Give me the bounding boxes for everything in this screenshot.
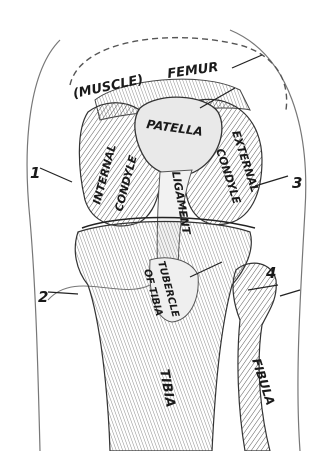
tibia — [75, 222, 251, 452]
marker-2: 2 — [38, 288, 48, 306]
fibula — [233, 263, 276, 451]
marker-1-pointer — [40, 168, 72, 182]
label-femur: FEMUR — [166, 60, 219, 82]
marker-1: 1 — [30, 164, 40, 182]
leg-outline — [27, 40, 60, 451]
femur-pointer-line — [232, 55, 262, 68]
marker-2-pointer — [48, 292, 78, 294]
marker-4: 4 — [265, 264, 276, 282]
marker-3: 3 — [292, 174, 302, 192]
marker-4-pointer-b — [280, 290, 300, 296]
